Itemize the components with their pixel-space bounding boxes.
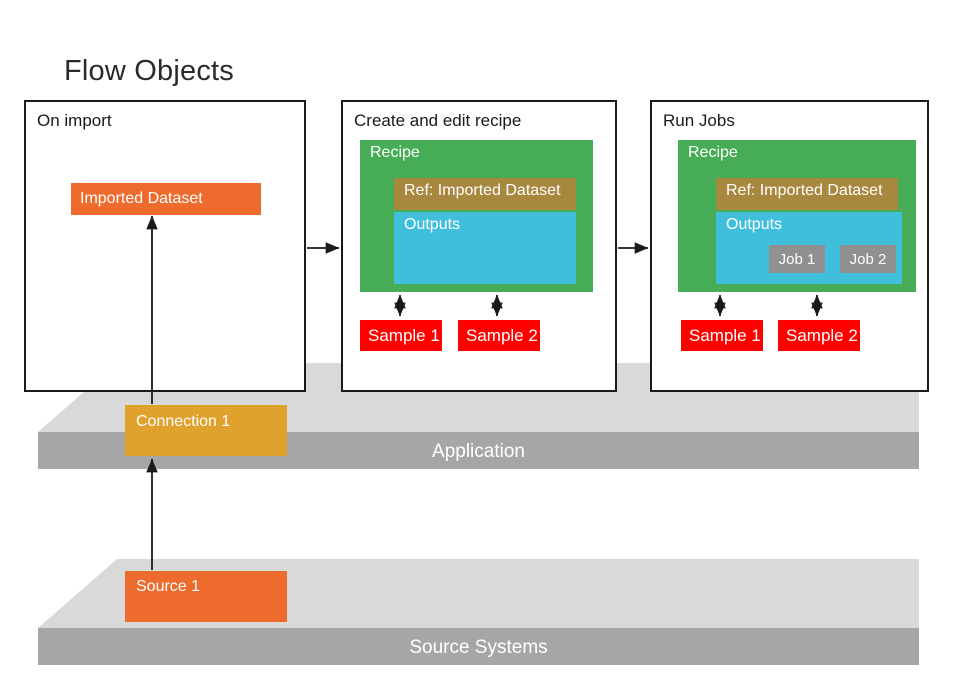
sample-box-2[interactable]: Sample 2 bbox=[458, 320, 540, 351]
ref-imported-dataset-label: Ref: Imported Dataset bbox=[726, 182, 883, 199]
recipe-block[interactable]: Recipe Ref: Imported Dataset Outputs bbox=[360, 140, 593, 292]
job-box-1[interactable]: Job 1 bbox=[769, 245, 825, 273]
sample-box-2[interactable]: Sample 2 bbox=[778, 320, 860, 351]
source-label: Source 1 bbox=[136, 578, 201, 595]
recipe-label: Recipe bbox=[688, 144, 738, 161]
sample-box-1[interactable]: Sample 1 bbox=[360, 320, 442, 351]
ref-imported-dataset-label: Ref: Imported Dataset bbox=[404, 182, 561, 199]
ref-imported-dataset-block[interactable]: Ref: Imported Dataset bbox=[394, 178, 576, 210]
panel-create-edit-recipe: Create and edit recipe Recipe Ref: Impor… bbox=[341, 100, 617, 392]
outputs-block[interactable]: Outputs Job 1 Job 2 bbox=[716, 212, 902, 284]
ref-imported-dataset-block[interactable]: Ref: Imported Dataset bbox=[716, 178, 898, 210]
panel-title-create-edit-recipe: Create and edit recipe bbox=[354, 111, 522, 130]
outputs-label: Outputs bbox=[404, 216, 461, 233]
connection-label: Connection 1 bbox=[136, 413, 231, 430]
panel-title-run-jobs: Run Jobs bbox=[663, 111, 735, 130]
recipe-block[interactable]: Recipe Ref: Imported Dataset Outputs Job… bbox=[678, 140, 916, 292]
connection-block[interactable]: Connection 1 bbox=[125, 405, 287, 456]
source-systems-layer-label: Source Systems bbox=[409, 637, 548, 658]
panel-run-jobs: Run Jobs Recipe Ref: Imported Dataset Ou… bbox=[650, 100, 929, 392]
outputs-block[interactable]: Outputs bbox=[394, 212, 576, 284]
application-layer-label: Application bbox=[432, 441, 525, 462]
recipe-label: Recipe bbox=[370, 144, 420, 161]
source-block[interactable]: Source 1 bbox=[125, 571, 287, 622]
source-systems-slab-front bbox=[38, 628, 919, 665]
sample-box-1[interactable]: Sample 1 bbox=[681, 320, 763, 351]
imported-dataset-block[interactable]: Imported Dataset bbox=[71, 183, 261, 215]
panel-on-import: On import Imported Dataset bbox=[24, 100, 306, 392]
job-box-2[interactable]: Job 2 bbox=[840, 245, 896, 273]
panel-title-on-import: On import bbox=[37, 111, 112, 130]
page-title: Flow Objects bbox=[64, 55, 234, 87]
outputs-label: Outputs bbox=[726, 216, 783, 233]
